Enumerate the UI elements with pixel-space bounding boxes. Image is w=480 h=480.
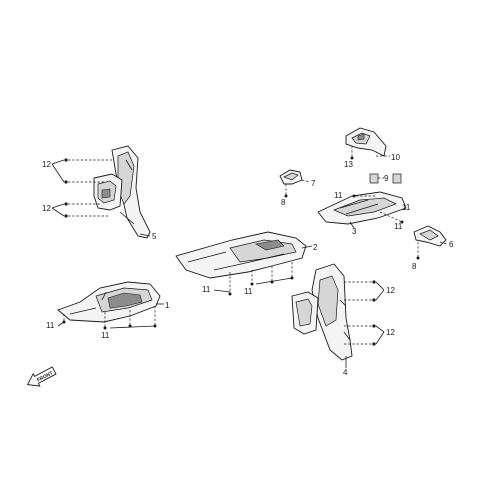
fastener-group-part-4 (344, 280, 385, 346)
callout-6: 6 (449, 240, 454, 249)
fastener-group-part-3 (352, 194, 404, 224)
callout-8-right: 8 (412, 262, 417, 271)
callout-12-upper-left-b: 12 (42, 204, 51, 213)
callout-11-tray-upper: 11 (402, 203, 411, 212)
callout-5: 5 (152, 232, 157, 241)
callout-9: 9 (384, 174, 389, 183)
callout-2: 2 (313, 243, 318, 252)
callout-12-right-a: 12 (386, 286, 395, 295)
callout-1: 1 (165, 301, 170, 310)
callout-12-right-b: 12 (386, 328, 395, 337)
part-9-clips (369, 173, 402, 184)
part-6-side-bracket (413, 225, 449, 260)
part-2-floor-panel (175, 231, 307, 279)
front-direction-arrow: FRONT (26, 366, 57, 387)
part-1-skid-plate (57, 281, 161, 323)
part-5-left-fender (93, 145, 151, 239)
part-7-small-bracket (279, 169, 311, 198)
part-3-leader (349, 221, 355, 229)
part-4-right-fender (291, 263, 353, 361)
callout-11-part-2-b: 11 (244, 287, 253, 296)
callout-11-part-1-a: 11 (46, 321, 55, 330)
fastener-group-part-2 (213, 262, 294, 296)
callout-10: 10 (391, 153, 400, 162)
part-3-storage-tray (317, 191, 407, 225)
callout-11-tray-right: 11 (394, 222, 403, 231)
callout-11-part-1-b: 11 (101, 331, 110, 340)
part-5-leader (139, 233, 151, 237)
callout-3: 3 (352, 227, 357, 236)
callout-13: 13 (344, 160, 353, 169)
callout-11-part-2-a: 11 (202, 285, 211, 294)
callout-8-upper: 8 (281, 198, 286, 207)
fastener-group-part-1 (57, 306, 157, 330)
fastener-group-upper-left (51, 158, 112, 218)
callout-12-upper-left-a: 12 (42, 160, 51, 169)
part-10-bracket (345, 127, 387, 157)
callout-7: 7 (311, 179, 316, 188)
fastener-part-13 (350, 146, 354, 160)
part-2-leader (301, 245, 313, 249)
callout-4: 4 (343, 368, 348, 377)
callout-11-tray-left: 11 (334, 191, 343, 200)
